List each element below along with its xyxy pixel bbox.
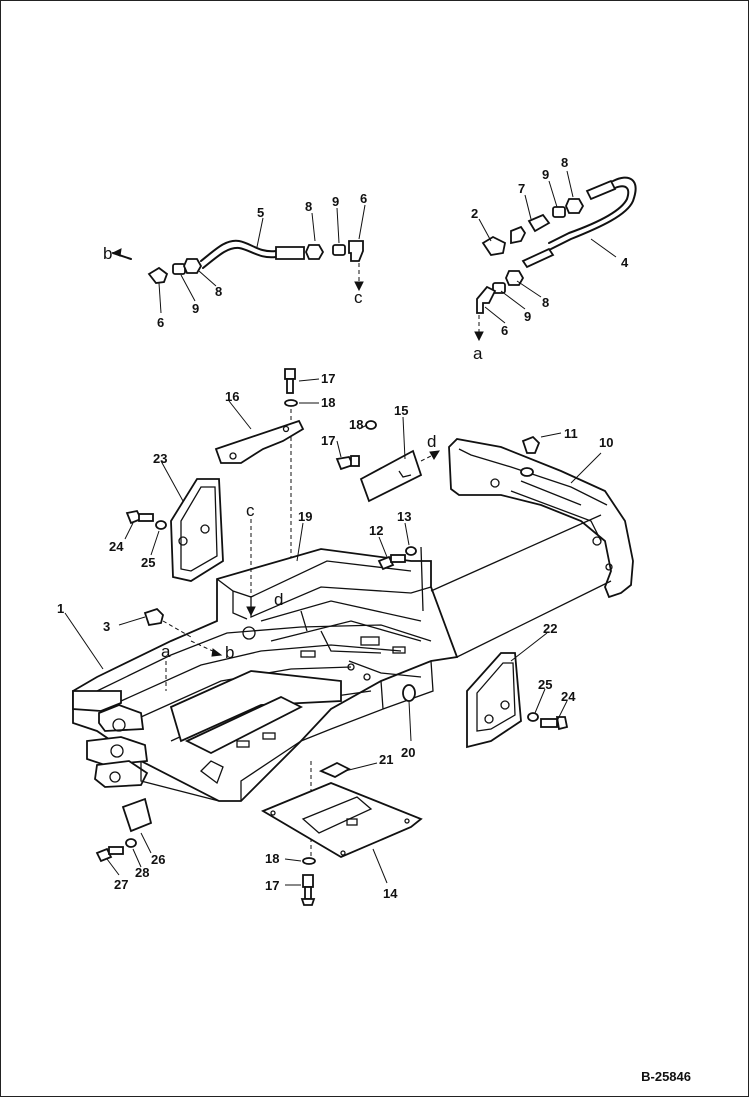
label-9c: 9 <box>542 167 549 182</box>
leaders-right-hose <box>478 170 617 324</box>
label-9a: 9 <box>332 194 339 209</box>
ref-c-frame: c <box>246 501 255 520</box>
plug-20 <box>402 684 416 702</box>
label-16: 16 <box>225 389 239 404</box>
label-18a: 18 <box>321 395 335 410</box>
label-6a: 6 <box>360 191 367 206</box>
label-22: 22 <box>543 621 557 636</box>
ref-b-top: b <box>103 244 112 263</box>
label-18c: 18 <box>265 851 279 866</box>
fitting-3 <box>143 607 192 638</box>
top-bolt-and-plate <box>214 368 305 561</box>
label-8a: 8 <box>305 199 312 214</box>
label-8c: 8 <box>561 155 568 170</box>
ref-d-frame: d <box>274 590 283 609</box>
label-26: 26 <box>151 852 165 867</box>
lower-left-parts <box>95 797 153 863</box>
drawing-number: B-25846 <box>641 1069 691 1084</box>
label-18b: 18 <box>349 417 363 432</box>
label-2: 2 <box>471 206 478 221</box>
label-13: 13 <box>397 509 411 524</box>
label-10: 10 <box>599 435 613 450</box>
label-8d: 8 <box>542 295 549 310</box>
label-7: 7 <box>518 181 525 196</box>
label-25a: 25 <box>141 555 155 570</box>
label-8b: 8 <box>215 284 222 299</box>
counterweight-10 <box>448 435 634 599</box>
label-21: 21 <box>379 752 393 767</box>
label-17c: 17 <box>265 878 279 893</box>
label-24b: 24 <box>561 689 576 704</box>
ref-a-top: a <box>473 344 483 363</box>
bottom-covers <box>260 761 423 906</box>
label-20: 20 <box>401 745 415 760</box>
label-9d: 9 <box>524 309 531 324</box>
label-9b: 9 <box>192 301 199 316</box>
label-5: 5 <box>257 205 264 220</box>
label-14: 14 <box>383 886 398 901</box>
bracket-23 <box>125 478 224 582</box>
hose-assembly-right <box>474 176 637 342</box>
label-28: 28 <box>135 865 149 880</box>
hose-assembly-left <box>111 239 364 292</box>
label-15: 15 <box>394 403 408 418</box>
bracket-22 <box>466 652 569 749</box>
main-frame-1 <box>72 548 459 802</box>
ref-c-top: c <box>354 288 363 307</box>
label-12: 12 <box>369 523 383 538</box>
ref-a-frame: a <box>161 642 171 661</box>
ref-d-top: d <box>427 432 436 451</box>
label-17a: 17 <box>321 371 335 386</box>
label-17b: 17 <box>321 433 335 448</box>
bolt-12-washer-13 <box>377 546 424 612</box>
label-3: 3 <box>103 619 110 634</box>
label-23: 23 <box>153 451 167 466</box>
label-6c: 6 <box>501 323 508 338</box>
label-11: 11 <box>564 426 578 441</box>
label-6b: 6 <box>157 315 164 330</box>
plate-15-assembly <box>335 420 440 503</box>
label-19: 19 <box>298 509 312 524</box>
label-1: 1 <box>57 601 64 616</box>
label-25b: 25 <box>538 677 552 692</box>
label-24a: 24 <box>109 539 124 554</box>
label-27: 27 <box>114 877 128 892</box>
label-4: 4 <box>621 255 629 270</box>
leaders-left-hose <box>158 204 366 314</box>
ref-b-frame: b <box>225 643 234 662</box>
